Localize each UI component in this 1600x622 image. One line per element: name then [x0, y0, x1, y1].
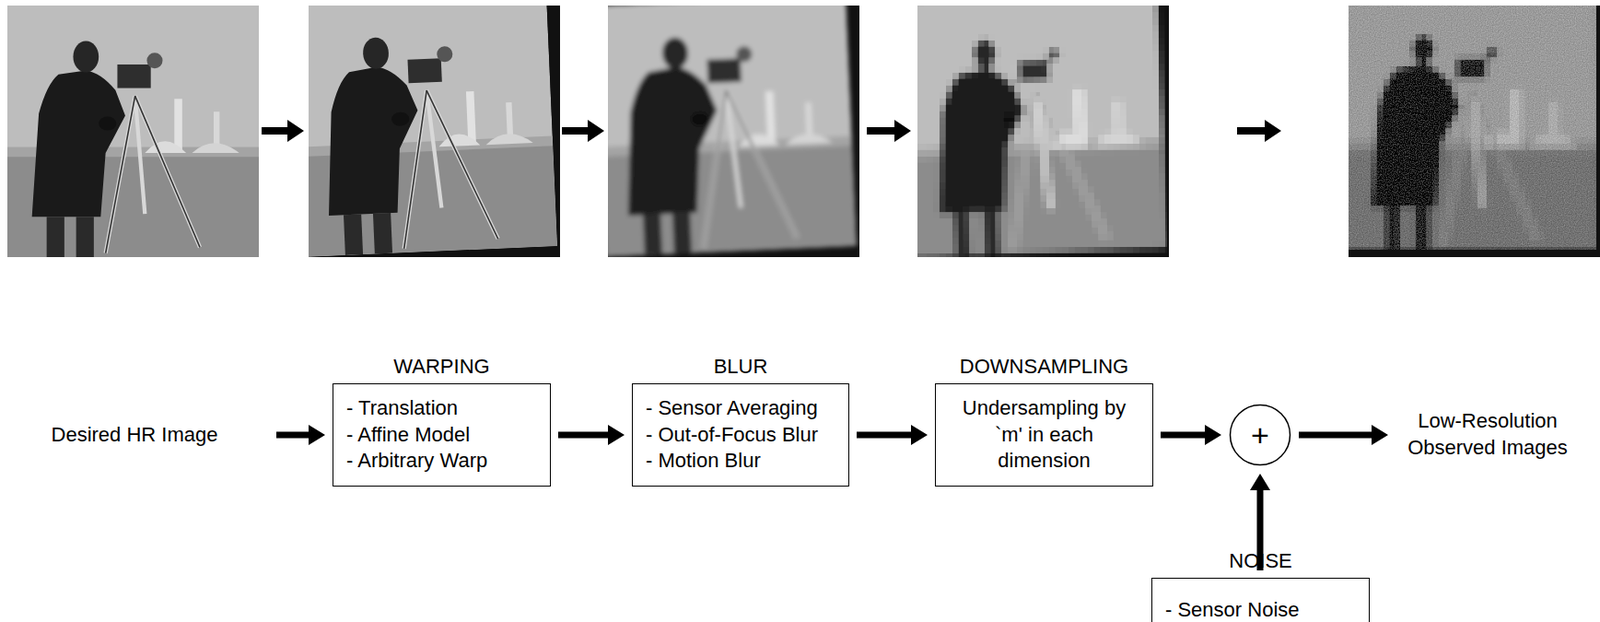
stage-heading: NOISE [1152, 548, 1369, 575]
flow-arrow [276, 424, 326, 445]
plus-sign: + [1250, 419, 1270, 451]
stage-heading: DOWNSAMPLING [935, 353, 1153, 381]
end-label: Low-Resolution Observed Images [1395, 408, 1580, 461]
hr-image [7, 5, 259, 257]
end-label: Desired HR Image [0, 421, 269, 449]
stage-heading: BLUR [632, 353, 849, 381]
flow-arrow [1298, 424, 1389, 445]
process-box: DOWNSAMPLINGUndersampling by `m' in each… [934, 383, 1154, 487]
stage-detail: - Out-of-Focus Blur [645, 421, 836, 449]
noisy-image [1348, 5, 1600, 257]
stage-detail: Undersampling by `m' in each dimension [948, 395, 1140, 475]
downsampled-image [917, 5, 1169, 257]
stage-detail: - Motion Blur [645, 447, 836, 475]
stage-detail: - Affine Model [346, 421, 538, 449]
stage-detail: - Translation [346, 395, 538, 422]
sum-junction: + [1228, 403, 1292, 467]
image-arrows [0, 0, 1600, 277]
stage-detail: - Arbitrary Warp [346, 447, 538, 475]
warped-image [308, 5, 561, 257]
stage-heading: WARPING [333, 353, 550, 381]
circle-outline [1230, 405, 1291, 466]
noise-box: NOISE- Sensor Noise [1151, 577, 1370, 622]
input-label: Desired HR Image [0, 421, 269, 449]
process-box: BLUR- Sensor Averaging- Out-of-Focus Blu… [631, 383, 850, 487]
process-box: WARPING- Translation- Affine Model- Arbi… [332, 383, 551, 487]
stage-detail: - Sensor Noise [1165, 596, 1356, 622]
flow-arrow [856, 424, 928, 445]
output-label: Low-Resolution Observed Images [1395, 408, 1580, 461]
blurred-image [607, 5, 860, 257]
stage-detail: - Sensor Averaging [645, 395, 836, 422]
flow-arrow [1160, 424, 1222, 445]
flow-arrow [558, 424, 625, 445]
